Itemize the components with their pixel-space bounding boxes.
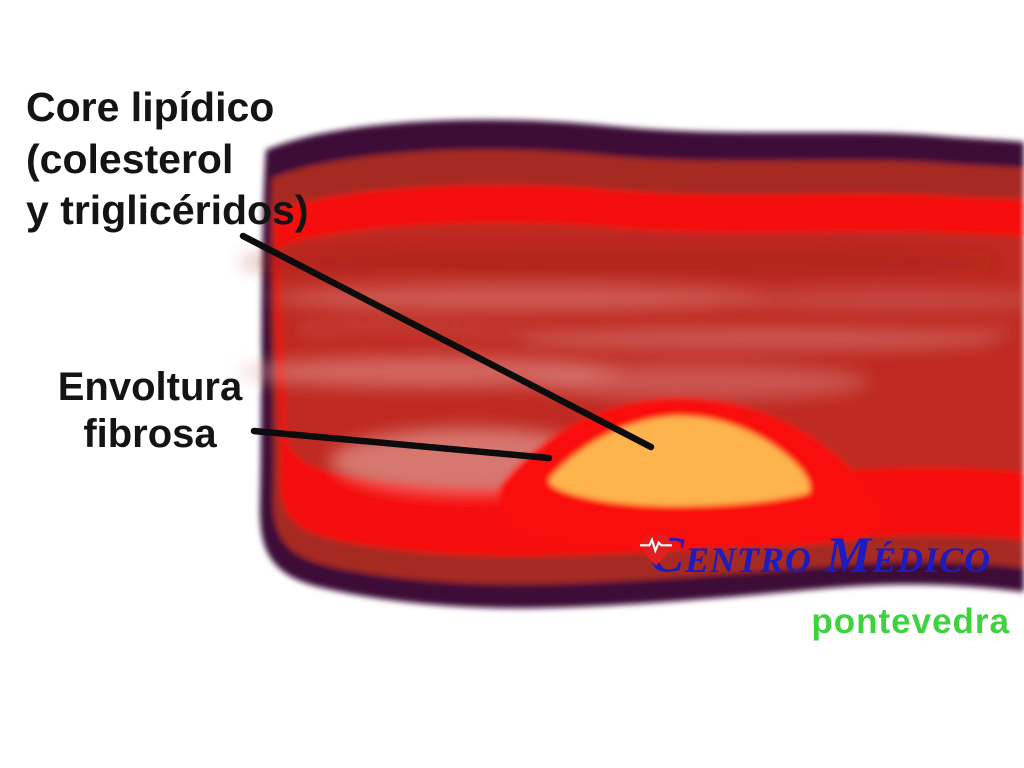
label-line: y triglicéridos) [26,187,309,234]
label-line: Core lipídico [26,84,275,130]
clinic-logo: Centro Médico [634,528,991,584]
pointer-line-fibrous-cap [250,427,553,462]
lumen-highlight [270,285,770,311]
lumen-wisp-line [299,324,1011,339]
heart-ekg-icon [640,534,672,566]
artery-layers [240,119,1024,609]
label-line: fibrosa [83,412,217,457]
label-line: Envoltura [57,365,243,409]
label-envoltura-fibrosa: Envoltura fibrosa [28,364,272,458]
pointer-line-lipid-core [239,232,655,451]
ekg-line [640,537,672,554]
lipid-core [549,415,810,507]
lumen-shadow-top [240,248,1000,276]
brand-name: Centro Médico [650,528,992,584]
brand-location: pontevedra [811,602,1010,641]
lumen-highlight [530,364,870,400]
lumen-highlight [740,288,1024,312]
label-line: (colesterol [26,135,234,182]
label-core-lipidico: Core lipídico (colesterol y triglicérido… [26,82,309,237]
